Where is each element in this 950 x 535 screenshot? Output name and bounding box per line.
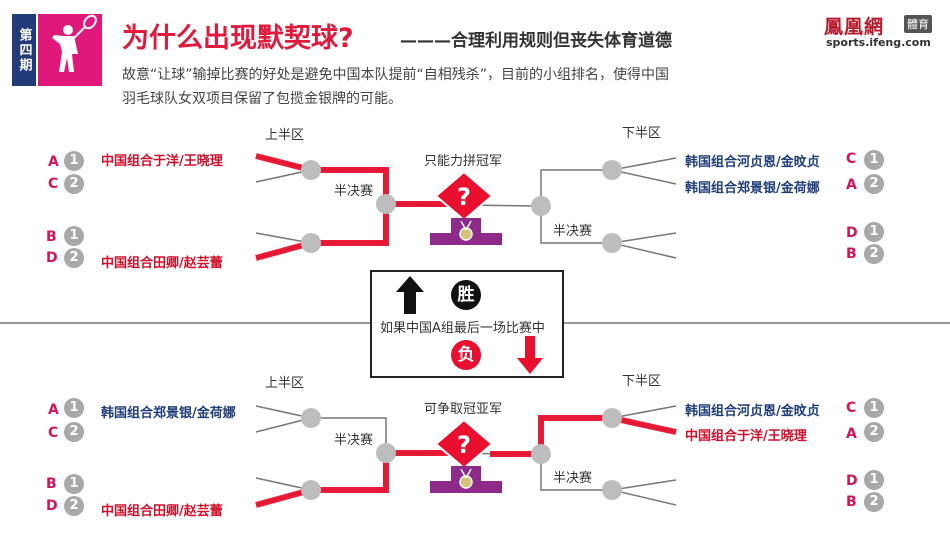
seed-letter: C	[48, 176, 59, 192]
team-name: 中国组合于洋/王晓理	[685, 429, 807, 444]
team-name: 中国组合田卿/赵芸蕾	[101, 504, 223, 519]
arrow-down-icon	[517, 336, 543, 374]
team-name: 中国组合田卿/赵芸蕾	[101, 256, 223, 271]
seed-number: 2	[864, 422, 884, 442]
path-highlight-bottom-1	[255, 450, 460, 508]
seed-letter: B	[846, 246, 857, 262]
logo-text: 鳳凰網	[824, 16, 885, 38]
seed-number: 1	[864, 150, 884, 170]
logo-url: sports.ifeng.com	[826, 36, 931, 49]
seed-number: 2	[64, 496, 84, 516]
team-name: 中国组合于洋/王晓理	[101, 154, 223, 169]
podium-medal-icon-bottom	[430, 466, 502, 493]
seed-number: 2	[864, 174, 884, 194]
badminton-player-icon	[38, 14, 102, 86]
seed-letter: A	[48, 402, 59, 418]
final-question-icon-top: ?	[434, 170, 494, 222]
ifeng-sports-logo[interactable]: 鳳凰網 體育 sports.ifeng.com	[824, 12, 940, 52]
episode-badge: 第四期	[12, 14, 36, 86]
win-badge: 胜	[451, 280, 481, 310]
bottom-final-note: 可争取冠亚军	[424, 402, 503, 417]
bottom-right-half-label: 下半区	[622, 374, 662, 389]
seed-number: 1	[64, 226, 84, 246]
seed-letter: B	[846, 494, 857, 510]
seed-letter: B	[46, 476, 57, 492]
team-name: 韩国组合河贞恩/金旼贞	[685, 155, 820, 170]
top-right-half-label: 下半区	[622, 126, 662, 141]
svg-text:?: ?	[457, 183, 471, 211]
seed-number: 2	[64, 174, 84, 194]
bottom-left-half-label: 上半区	[265, 376, 305, 391]
seed-letter: A	[48, 154, 59, 170]
seed-number: 2	[64, 422, 84, 442]
team-name: 韩国组合郑景银/金荷娜	[101, 406, 236, 421]
bottom-semifinal-left-label: 半决赛	[334, 433, 374, 448]
path-highlight-top-2	[255, 204, 389, 261]
podium-medal-icon-top	[430, 218, 502, 245]
seed-number: 1	[864, 222, 884, 242]
team-name: 韩国组合郑景银/金荷娜	[685, 181, 820, 196]
seed-letter: A	[846, 177, 857, 193]
seed-number: 1	[64, 398, 84, 418]
seed-letter: B	[46, 229, 57, 245]
seed-number: 2	[64, 248, 84, 268]
top-final-note: 只能力拼冠军	[424, 154, 503, 169]
seed-number: 2	[864, 244, 884, 264]
condition-text: 如果中国A组最后一场比赛中	[380, 321, 545, 336]
seed-number: 2	[864, 492, 884, 512]
top-semifinal-right-label: 半决赛	[553, 224, 593, 239]
seed-letter: D	[46, 498, 58, 514]
final-question-icon-bottom: ?	[434, 418, 494, 470]
logo-tag: 體育	[904, 15, 932, 33]
path-highlight-top-1	[255, 153, 460, 207]
team-name: 韩国组合河贞恩/金旼贞	[685, 404, 820, 419]
seed-number: 1	[864, 398, 884, 418]
path-highlight-bottom-2	[490, 415, 677, 457]
seed-letter: D	[846, 473, 858, 489]
arrow-up-icon	[396, 276, 424, 314]
svg-text:?: ?	[457, 431, 471, 459]
seed-letter: C	[48, 425, 59, 441]
top-left-half-label: 上半区	[265, 128, 305, 143]
seed-letter: D	[846, 225, 858, 241]
top-semifinal-left-label: 半决赛	[334, 184, 374, 199]
seed-number: 1	[64, 474, 84, 494]
seed-number: 1	[864, 470, 884, 490]
description-line-2: 羽毛球队女双项目保留了包揽金银牌的可能。	[122, 91, 402, 107]
seed-letter: C	[846, 400, 857, 416]
bottom-semifinal-right-label: 半决赛	[553, 471, 593, 486]
seed-number: 1	[64, 151, 84, 171]
lose-badge: 负	[451, 340, 481, 370]
seed-letter: D	[46, 250, 58, 266]
seed-letter: C	[846, 151, 857, 167]
seed-letter: A	[846, 426, 857, 442]
description-line-1: 故意“让球”输掉比赛的好处是避免中国本队提前“自相残杀”，目前的小组排名，使得中…	[122, 67, 670, 83]
page-title: 为什么出现默契球?	[122, 23, 354, 54]
page-subtitle: ———合理利用规则但丧失体育道德	[400, 31, 672, 51]
